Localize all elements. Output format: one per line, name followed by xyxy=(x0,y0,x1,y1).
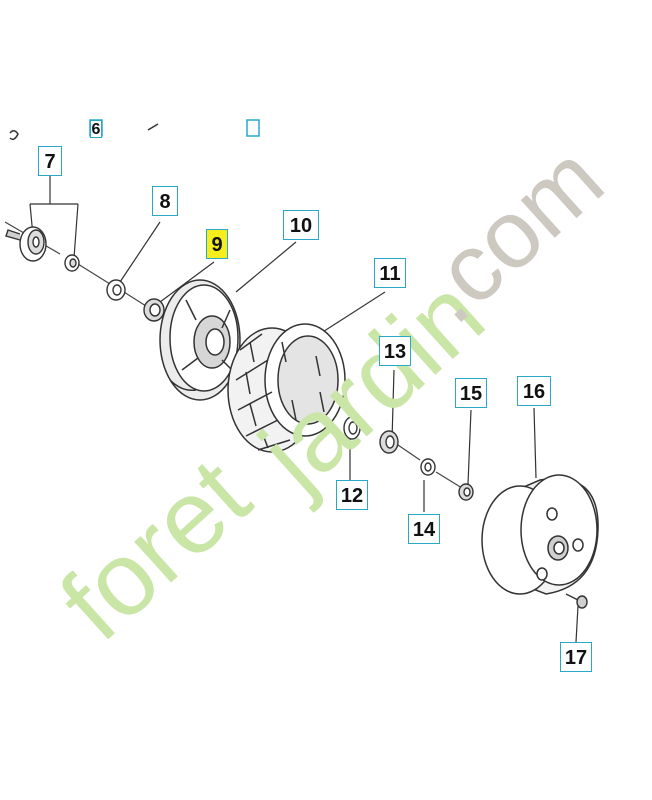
callout-13: 13 xyxy=(379,336,411,366)
part-7-hub xyxy=(5,226,47,262)
callout-12: 12 xyxy=(336,480,368,510)
part-12-washer xyxy=(343,416,361,440)
callout-14: 14 xyxy=(408,514,440,544)
part-14-washer xyxy=(420,458,436,476)
part-10-gear-cover xyxy=(159,279,241,401)
callout-10: 10 xyxy=(283,210,319,240)
part-11-tyre xyxy=(227,323,346,453)
part-9-bearing xyxy=(143,298,165,322)
callout-11: 11 xyxy=(374,258,406,288)
part-7-bushing xyxy=(64,254,80,272)
callout-8: 8 xyxy=(152,186,178,216)
callout-6: 6 xyxy=(90,120,102,138)
part-17-screw xyxy=(565,593,588,609)
part-13-bearing xyxy=(379,430,399,454)
part-8-washer xyxy=(106,279,126,301)
callout-9: 9 xyxy=(206,229,228,259)
part-16-hub-cap xyxy=(481,474,599,595)
callout-7: 7 xyxy=(38,146,62,176)
part-15-nut xyxy=(458,483,474,501)
callout-17: 17 xyxy=(560,642,592,672)
watermark-foret: foret xyxy=(39,437,272,663)
callout-15: 15 xyxy=(455,378,487,408)
callout-16: 16 xyxy=(517,376,551,406)
